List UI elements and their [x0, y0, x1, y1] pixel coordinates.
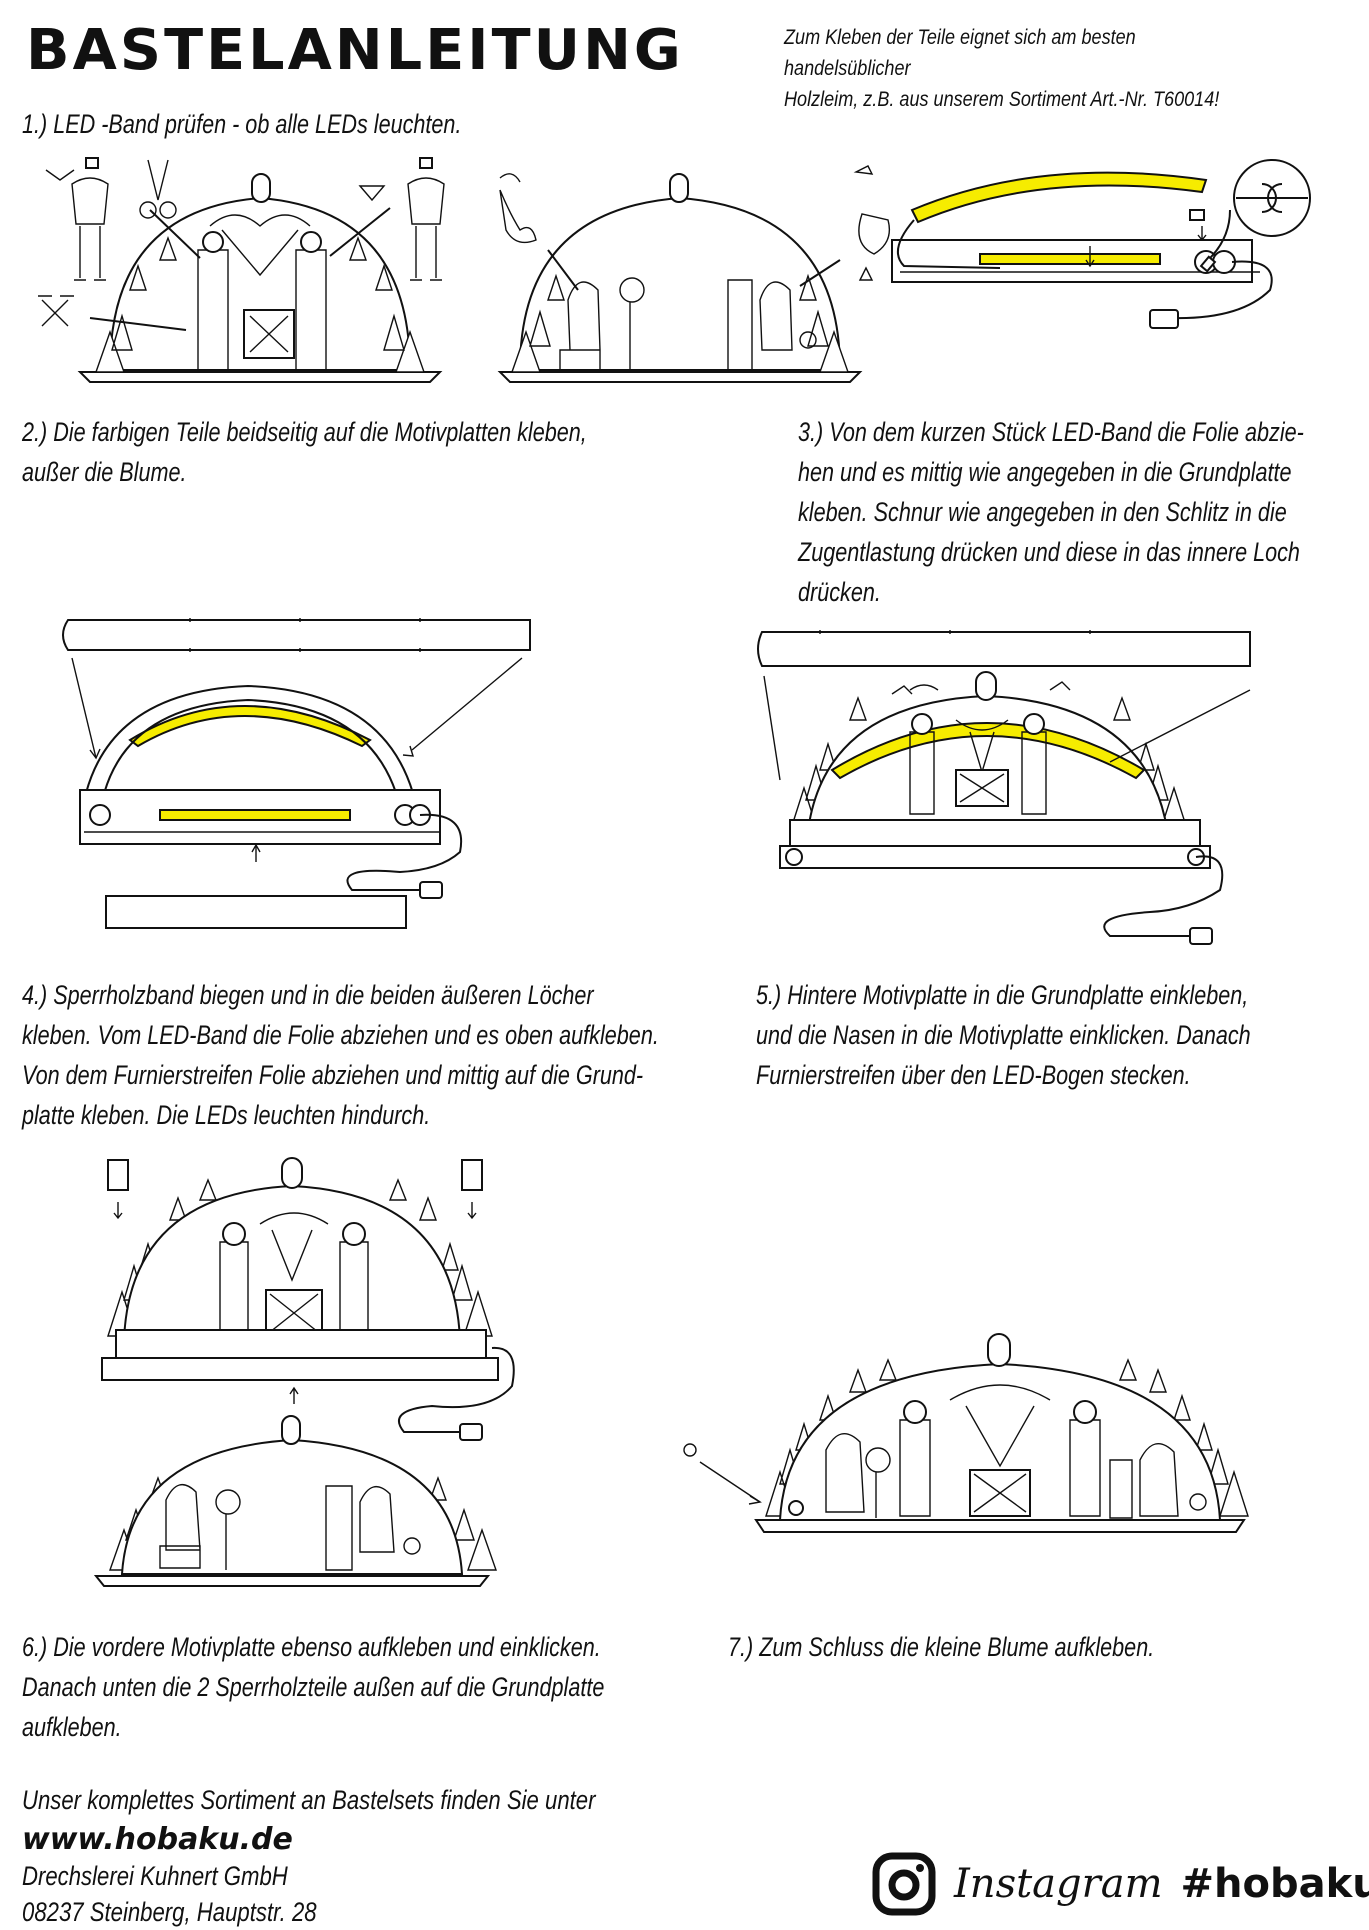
footer-address-block: Drechslerei Kuhnert GmbH 08237 Steinberg… [22, 1858, 317, 1930]
step-4-line-3: Von dem Furnierstreifen Folie abziehen u… [22, 1060, 644, 1090]
glue-note-line-1: Zum Kleben der Teile eignet sich am best… [784, 26, 1136, 80]
instagram-hashtag: #hobaku [1180, 1861, 1369, 1907]
step-7-line-1: 7.) Zum Schluss die kleine Blume aufkleb… [728, 1632, 1155, 1662]
step-6-text: 6.) Die vordere Motivplatte ebenso aufkl… [22, 1627, 604, 1747]
glue-note-line-2: Holzleim, z.B. aus unserem Sortiment Art… [784, 88, 1220, 111]
step-5-text: 5.) Hintere Motivplatte in die Grundplat… [756, 975, 1251, 1095]
step-7-illustration [683, 1333, 1249, 1533]
rear-motif-plate-sketch [38, 157, 445, 383]
step-2-line-1: 2.) Die farbigen Teile beidseitig auf di… [22, 417, 587, 447]
step-4-line-2: kleben. Vom LED-Band die Folie abziehen … [22, 1020, 659, 1050]
footer-company: Drechslerei Kuhnert GmbH [22, 1861, 288, 1891]
step-4-line-4: platte kleben. Die LEDs leuchten hindurc… [22, 1100, 431, 1130]
step-1-illustration [38, 157, 1311, 383]
step-3-line-1: 3.) Von dem kurzen Stück LED-Band die Fo… [798, 417, 1304, 447]
step-6-illustration [93, 1157, 515, 1587]
footer-intro: Unser komplettes Sortiment an Bastelsets… [22, 1785, 596, 1815]
step-2-text: 2.) Die farbigen Teile beidseitig auf di… [22, 412, 587, 492]
step-4-illustration [62, 618, 531, 929]
footer-address: 08237 Steinberg, Hauptstr. 28 [22, 1897, 317, 1927]
glue-note: Zum Kleben der Teile eignet sich am best… [784, 22, 1266, 115]
step-4-line-1: 4.) Sperrholzband biegen und in die beid… [22, 980, 594, 1010]
step-6-line-1: 6.) Die vordere Motivplatte ebenso aufkl… [22, 1632, 601, 1662]
step-3-text: 3.) Von dem kurzen Stück LED-Band die Fo… [798, 412, 1304, 612]
step-2-line-2: außer die Blume. [22, 457, 187, 487]
page-title: BASTELANLEITUNG [26, 18, 684, 83]
footer: Unser komplettes Sortiment an Bastelsets… [22, 1782, 595, 1818]
step-6-line-3: aufkleben. [22, 1712, 122, 1742]
step-5-line-1: 5.) Hintere Motivplatte in die Grundplat… [756, 980, 1249, 1010]
led-strip-test-sketch [891, 159, 1311, 329]
step-3-line-4: Zugentlastung drücken und diese in das i… [798, 537, 1300, 567]
step-7-text: 7.) Zum Schluss die kleine Blume aufkleb… [728, 1627, 1154, 1667]
step-1-text: 1.) LED -Band prüfen - ob alle LEDs leuc… [22, 104, 461, 144]
step-3-line-3: kleben. Schnur wie angegeben in den Schl… [798, 497, 1287, 527]
step-5-illustration [757, 630, 1251, 945]
website-link[interactable]: www.hobaku.de [22, 1822, 293, 1857]
instagram-icon [872, 1852, 936, 1916]
instagram-handle[interactable]: Instagram #hobaku [872, 1852, 1369, 1916]
front-motif-plate-sketch [497, 165, 891, 383]
instagram-label: Instagram [954, 1861, 1163, 1907]
step-1-line-1: 1.) LED -Band prüfen - ob alle LEDs leuc… [22, 109, 462, 139]
step-3-line-5: drücken. [798, 577, 881, 607]
step-5-line-3: Furnierstreifen über den LED-Bogen steck… [756, 1060, 1191, 1090]
step-4-text: 4.) Sperrholzband biegen und in die beid… [22, 975, 659, 1135]
step-3-line-2: hen und es mittig wie angegeben in die G… [798, 457, 1292, 487]
step-5-line-2: und die Nasen in die Motivplatte einklic… [756, 1020, 1251, 1050]
step-6-line-2: Danach unten die 2 Sperrholzteile außen … [22, 1672, 605, 1702]
